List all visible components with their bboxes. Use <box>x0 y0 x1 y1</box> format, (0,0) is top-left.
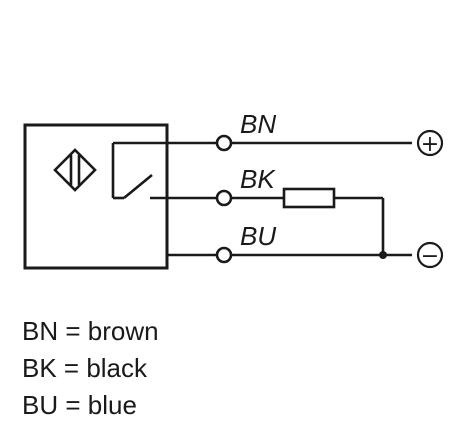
switch-contact-icon <box>111 141 168 200</box>
plus-terminal-icon <box>416 129 444 157</box>
wire-bu: BU − <box>168 221 444 269</box>
legend-item-bu: BU = blue <box>22 390 137 420</box>
terminal-node-bn <box>215 134 233 152</box>
terminal-node-bu <box>215 246 233 264</box>
minus-terminal-icon <box>416 241 444 269</box>
legend-item-bn: BN = brown <box>22 316 159 346</box>
wire-label-bu: BU <box>240 221 276 251</box>
terminal-symbol-bu: − <box>421 244 439 269</box>
terminal-node-bk <box>215 189 233 207</box>
legend-item-bk: BK = black <box>22 353 148 383</box>
color-legend: BN = brown BK = black BU = blue <box>22 316 159 420</box>
sensor-housing <box>23 123 169 270</box>
junction-dot <box>379 251 387 259</box>
terminal-symbol-bn: + <box>421 132 439 157</box>
wire-bn: BN + <box>168 109 444 157</box>
inductive-sensor-symbol-icon <box>53 148 97 192</box>
resistor-load-icon <box>282 187 336 209</box>
wire-bk: BK <box>168 164 385 255</box>
wire-label-bk: BK <box>240 164 276 194</box>
wire-label-bn: BN <box>240 109 276 139</box>
